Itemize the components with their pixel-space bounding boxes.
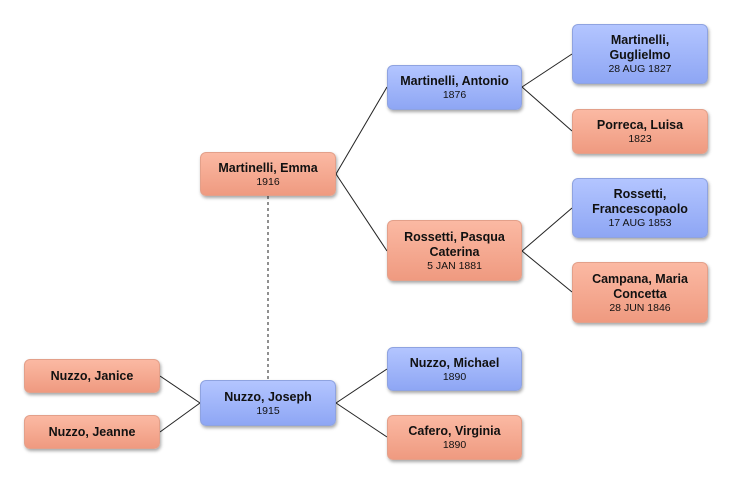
person-date: 1890 [442,370,467,383]
person-name: Nuzzo, Michael [409,355,500,370]
link-emma-pasqua [335,173,388,252]
link-joseph-michael [335,368,388,404]
person-card-martinelli-guglielmo[interactable]: Martinelli, Guglielmo 28 AUG 1827 [572,24,708,84]
person-date: 17 AUG 1853 [608,217,672,229]
person-name: Martinelli, Guglielmo [609,33,671,62]
person-name: Martinelli, Emma [218,160,318,175]
person-card-nuzzo-jeanne[interactable]: Nuzzo, Jeanne [24,415,160,449]
person-date: 1876 [442,89,467,101]
person-card-cafero-virginia[interactable]: Cafero, Virginia 1890 [387,415,522,460]
person-name: Martinelli, Antonio [400,74,509,88]
link-pasqua-maria [521,250,573,293]
link-antonio-guglielmo [521,53,573,88]
person-name: Porreca, Luisa [596,118,684,132]
person-name: Rossetti, Francescopaolo [592,187,688,216]
link-emma-antonio [335,86,388,175]
person-date: 1823 [628,133,652,145]
person-card-nuzzo-joseph[interactable]: Nuzzo, Joseph 1915 [200,380,336,426]
person-date: 28 AUG 1827 [608,63,672,75]
person-name: Nuzzo, Jeanne [48,424,136,439]
link-pasqua-francesco [521,207,573,252]
link-joseph-virginia [335,402,388,438]
person-name: Rossetti, Pasqua Caterina [404,229,505,259]
person-card-martinelli-emma[interactable]: Martinelli, Emma 1916 [200,152,336,196]
person-date: 1890 [442,439,467,451]
person-name: Cafero, Virginia [408,424,501,438]
person-date: 5 JAN 1881 [427,259,482,272]
person-date: 1916 [256,175,280,188]
person-date: 1915 [256,404,280,417]
link-antonio-luisa [521,86,573,132]
person-card-rossetti-pasqua-caterina[interactable]: Rossetti, Pasqua Caterina 5 JAN 1881 [387,220,522,281]
person-name: Nuzzo, Joseph [224,389,312,404]
person-card-rossetti-francescopaolo[interactable]: Rossetti, Francescopaolo 17 AUG 1853 [572,178,708,238]
person-card-martinelli-antonio[interactable]: Martinelli, Antonio 1876 [387,65,522,110]
link-janice-joseph [159,375,201,404]
person-card-nuzzo-michael[interactable]: Nuzzo, Michael 1890 [387,347,522,391]
person-date: 28 JUN 1846 [609,301,671,314]
link-jeanne-joseph [159,402,201,433]
person-card-nuzzo-janice[interactable]: Nuzzo, Janice [24,359,160,393]
person-name: Nuzzo, Janice [50,368,134,383]
person-card-porreca-luisa[interactable]: Porreca, Luisa 1823 [572,109,708,154]
person-card-campana-maria-concetta[interactable]: Campana, Maria Concetta 28 JUN 1846 [572,262,708,323]
person-name: Campana, Maria Concetta [592,271,688,301]
